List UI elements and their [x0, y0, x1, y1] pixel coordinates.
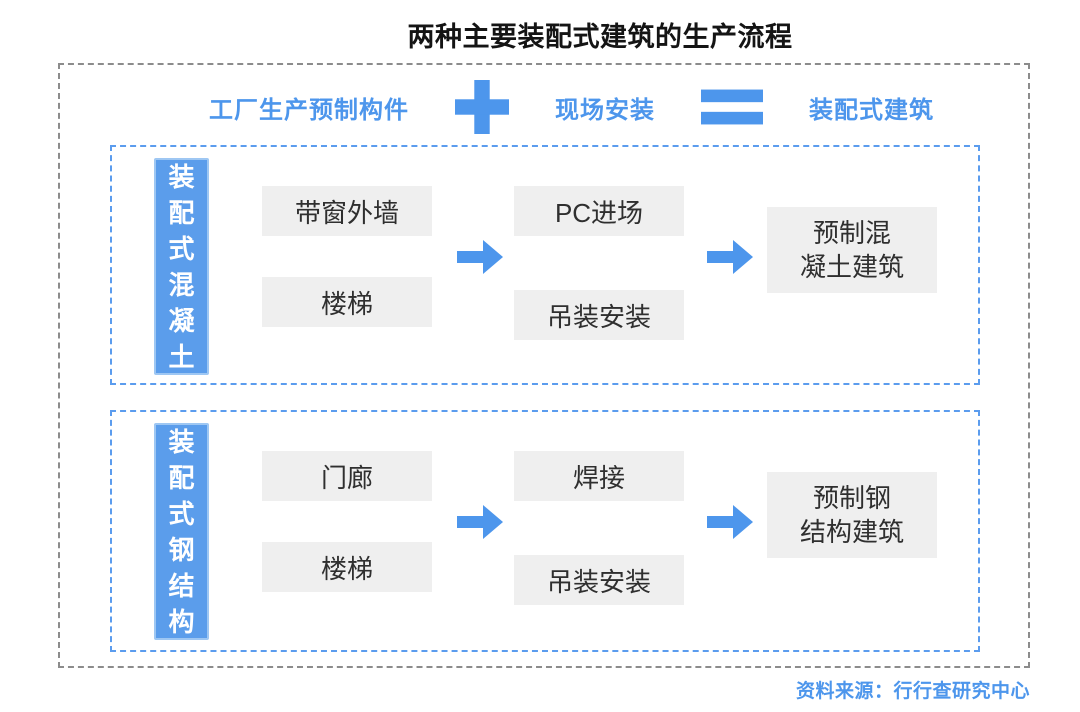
- formula-result-label: 装配式建筑: [809, 96, 934, 124]
- site-step-box: 焊接: [514, 451, 684, 501]
- site-step-box: PC进场: [514, 186, 684, 236]
- formula-factory-label: 工厂生产预制构件: [209, 96, 409, 124]
- page-title: 两种主要装配式建筑的生产流程: [407, 22, 793, 52]
- site-step-box: 吊装安装: [514, 555, 684, 605]
- source-note: 资料来源：行行查研究中心: [795, 681, 1030, 702]
- section-category-label: 装配式混凝土: [154, 158, 209, 375]
- factory-item-box: 楼梯: [262, 277, 432, 327]
- diagram-outer-frame: 工厂生产预制构件 现场安装 装配式建筑 装配式混凝土 带窗外墙: [58, 63, 1030, 668]
- factory-item-box: 楼梯: [262, 542, 432, 592]
- arrow-right-icon: [707, 505, 753, 539]
- section-category-label-text: 装配式混凝土: [168, 161, 195, 372]
- plus-icon: [455, 80, 509, 134]
- section-category-label: 装配式钢结构: [154, 423, 209, 640]
- result-line: 预制混: [812, 218, 891, 248]
- result-line: 结构建筑: [799, 517, 904, 547]
- formula-row: 工厂生产预制构件 现场安装 装配式建筑: [115, 77, 1028, 137]
- section-steel-structure: 装配式钢结构 门廊 楼梯 焊接 吊装安装 预制钢 结构建筑: [110, 410, 980, 652]
- arrow-right-icon: [457, 505, 503, 539]
- site-step-box: 吊装安装: [514, 290, 684, 340]
- section-precast-concrete: 装配式混凝土 带窗外墙 楼梯 PC进场 吊装安装 预制混 凝土建筑: [110, 145, 980, 385]
- arrow-right-icon: [707, 240, 753, 274]
- arrow-right-icon: [457, 240, 503, 274]
- formula-site-label: 现场安装: [555, 96, 655, 124]
- result-line: 凝土建筑: [799, 252, 904, 282]
- result-box: 预制混 凝土建筑: [767, 207, 937, 293]
- result-box: 预制钢 结构建筑: [767, 472, 937, 558]
- factory-item-box: 门廊: [262, 451, 432, 501]
- result-line: 预制钢: [812, 483, 891, 513]
- factory-item-box: 带窗外墙: [262, 186, 432, 236]
- section-category-label-text: 装配式钢结构: [168, 426, 195, 637]
- equals-icon: [701, 89, 763, 125]
